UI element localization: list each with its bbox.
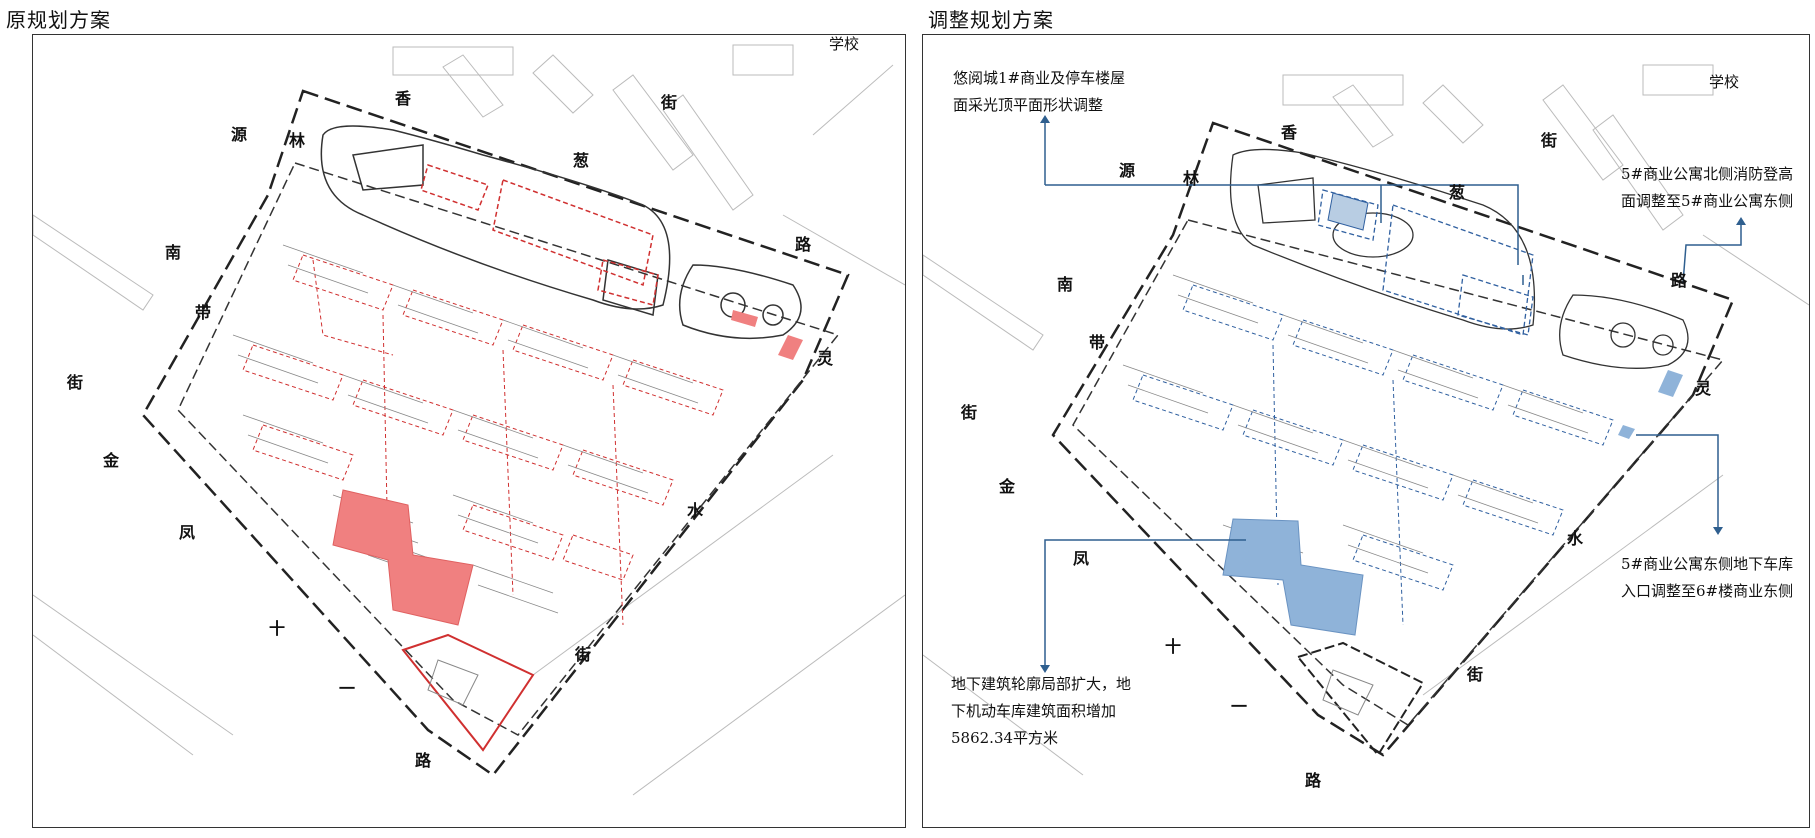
note-line: 面采光顶平面形状调整	[953, 96, 1104, 114]
street-char-jie-south: 街	[575, 645, 592, 664]
street-char-lin: 林	[289, 131, 306, 150]
adjusted-site-plan-drawing	[923, 64, 1809, 776]
street-char-feng: 凤	[1073, 549, 1090, 568]
note-line: 5#商业公寓北侧消防登高	[1621, 165, 1794, 183]
street-char-jie-north: 街	[661, 93, 678, 112]
street-char-shi: 十	[1165, 637, 1182, 656]
note-skylight-adjustment: 悠阅城1#商业及停车楼屋 面采光顶平面形状调整	[953, 65, 1125, 119]
street-char-feng: 凤	[179, 523, 196, 542]
street-char-shi: 十	[269, 619, 286, 638]
note-underground-expansion: 地下建筑轮廓局部扩大，地 下机动车库建筑面积增加 5862.34平方米	[951, 671, 1131, 752]
street-char-yi: 一	[339, 679, 356, 698]
street-char-jie-west: 街	[961, 403, 978, 422]
school-label: 学校	[829, 35, 860, 53]
street-char-lu-south: 路	[415, 751, 432, 770]
note-garage-entrance-adjustment: 5#商业公寓东侧地下车库 入口调整至6#楼商业东侧	[1621, 551, 1793, 605]
street-char-ling: 灵	[817, 349, 834, 368]
street-char-lu-east: 路	[795, 235, 812, 254]
street-char-jin: 金	[103, 451, 120, 470]
right-panel-title: 调整规划方案	[928, 8, 1054, 32]
note-line: 5862.34平方米	[951, 729, 1059, 747]
street-char-dai: 带	[195, 303, 212, 322]
street-char-nan: 南	[1057, 275, 1074, 294]
street-char-jie-north: 街	[1541, 131, 1558, 150]
street-char-xiang: 香	[1281, 123, 1298, 142]
street-char-cong: 葱	[573, 151, 590, 170]
note-line: 5#商业公寓东侧地下车库	[1621, 555, 1794, 573]
street-char-lu-south: 路	[1305, 771, 1322, 790]
school-label: 学校	[1709, 73, 1740, 91]
street-char-lu-east: 路	[1671, 271, 1688, 290]
street-char-yuan: 源	[1119, 161, 1136, 180]
street-char-shui: 水	[687, 501, 704, 520]
street-char-xiang: 香	[395, 89, 412, 108]
street-char-cong: 葱	[1449, 183, 1466, 202]
original-plan-panel: 香 葱 街 路 林 源 南 带 街 金 凤 十 一 路 街 水 灵 学校	[32, 34, 906, 828]
left-panel-title: 原规划方案	[6, 8, 111, 32]
street-char-lin: 林	[1183, 169, 1200, 188]
street-char-jie-south: 街	[1467, 665, 1484, 684]
note-line: 入口调整至6#楼商业东侧	[1621, 582, 1794, 600]
street-char-yuan: 源	[231, 125, 248, 144]
street-char-ling: 灵	[1695, 379, 1712, 398]
note-line: 悠阅城1#商业及停车楼屋	[953, 69, 1126, 87]
note-fire-access-adjustment: 5#商业公寓北侧消防登高 面调整至5#商业公寓东侧	[1621, 161, 1793, 215]
street-char-shui: 水	[1567, 529, 1584, 548]
note-line: 下机动车库建筑面积增加	[951, 702, 1117, 720]
adjusted-plan-panel: 香 葱 街 路 林 源 南 带 街 金 凤 十 一 路 街 水 灵 学校 悠阅城…	[922, 34, 1810, 828]
street-char-jie-west: 街	[67, 373, 84, 392]
note-line: 地下建筑轮廓局部扩大，地	[951, 675, 1132, 693]
street-char-yi: 一	[1231, 697, 1248, 716]
original-site-plan-drawing	[33, 44, 905, 796]
street-char-nan: 南	[165, 243, 182, 262]
note-line: 面调整至5#商业公寓东侧	[1621, 192, 1794, 210]
street-char-jin: 金	[999, 477, 1016, 496]
street-char-dai: 带	[1089, 333, 1106, 352]
